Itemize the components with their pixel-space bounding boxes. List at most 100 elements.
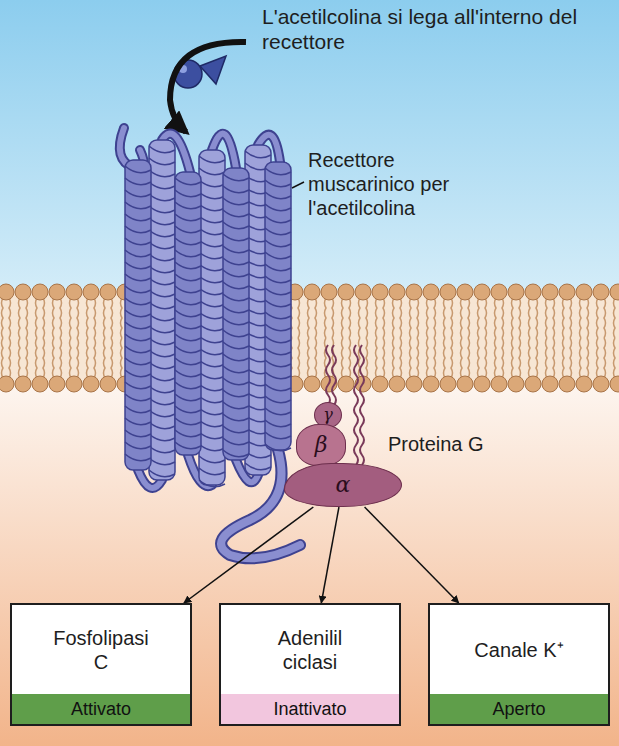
lipid-tail: [70, 298, 72, 338]
lipid-head: [457, 376, 473, 392]
effector-name: Fosfolipasi C: [46, 626, 156, 674]
lipid-head: [66, 284, 82, 300]
lipid-tail: [434, 338, 436, 378]
lipid-head: [491, 376, 507, 392]
effector-name: Adenilil ciclasi: [255, 626, 365, 674]
lipid-head: [423, 284, 439, 300]
lipid-head: [338, 376, 354, 392]
lipid-tail: [410, 298, 412, 338]
lipid-tail: [400, 298, 402, 338]
lipid-head: [542, 284, 558, 300]
lipid-tail: [597, 298, 599, 338]
lipid-tail: [104, 298, 106, 338]
lipid-head: [406, 284, 422, 300]
lipid-tail: [434, 298, 436, 338]
lipid-tail: [546, 298, 548, 338]
subunit-letter: α: [336, 474, 351, 496]
lipid-tail: [417, 298, 419, 338]
lipid-tail: [563, 298, 565, 338]
lipid-tail: [580, 298, 582, 338]
subunit-letter: γ: [323, 407, 333, 423]
lipid-head: [457, 284, 473, 300]
lipid-head: [440, 284, 456, 300]
lipid-tail: [43, 298, 45, 338]
lipid-head: [304, 284, 320, 300]
lipid-head: [32, 284, 48, 300]
g-protein-subunit: α: [284, 463, 402, 507]
lipid-tail: [121, 298, 123, 338]
lipid-tail: [104, 338, 106, 378]
lipid-head: [0, 376, 14, 392]
lipid-tail: [111, 338, 113, 378]
lipid-tail: [512, 338, 514, 378]
lipid-head: [508, 284, 524, 300]
activation-arrow: [321, 507, 339, 603]
lipid-tail: [502, 338, 504, 378]
effector-box: Adenilil ciclasiInattivato: [219, 603, 401, 726]
lipid-tail: [366, 338, 368, 378]
lipid-tail: [53, 338, 55, 378]
lipid-tail: [604, 298, 606, 338]
lipid-tail: [359, 298, 361, 338]
lipid-tail: [60, 338, 62, 378]
lipid-tail: [366, 298, 368, 338]
lipid-tail: [26, 338, 28, 378]
receptor-helices: [125, 140, 291, 487]
lipid-tail: [485, 298, 487, 338]
lipid-head: [0, 284, 14, 300]
lipid-tail: [495, 298, 497, 338]
lipid-tail: [512, 298, 514, 338]
lipid-head: [474, 376, 490, 392]
lipid-head: [593, 376, 609, 392]
lipid-tail: [570, 338, 572, 378]
alpha-helix: [149, 140, 175, 480]
lipid-tail: [94, 338, 96, 378]
box-heading-area: Fosfolipasi C: [12, 605, 190, 694]
lipid-tail: [553, 338, 555, 378]
g-protein-subunit: β: [296, 424, 346, 466]
lipid-tail: [87, 298, 89, 338]
lipid-tail: [9, 338, 11, 378]
lipid-tail: [553, 298, 555, 338]
lipid-tail: [563, 338, 565, 378]
lipid-tail: [529, 338, 531, 378]
lipid-tail: [383, 338, 385, 378]
lipid-tail: [417, 338, 419, 378]
lipid-head: [321, 284, 337, 300]
lipid-head: [525, 284, 541, 300]
lipid-head: [593, 284, 609, 300]
state-band: Aperto: [430, 694, 608, 724]
lipid-tail: [349, 298, 351, 338]
lipid-head: [406, 376, 422, 392]
lipid-tail: [87, 338, 89, 378]
lipid-head: [508, 376, 524, 392]
lipid-head: [576, 284, 592, 300]
lipid-tail: [19, 338, 21, 378]
lipid-tail: [43, 338, 45, 378]
lipid-head: [542, 376, 558, 392]
lipid-tail: [604, 338, 606, 378]
lipid-head: [491, 284, 507, 300]
lipid-head: [372, 284, 388, 300]
lipid-tail: [342, 338, 344, 378]
lipid-tail: [77, 298, 79, 338]
lipid-head: [423, 376, 439, 392]
lipid-tail: [393, 298, 395, 338]
lipid-tail: [332, 298, 334, 338]
lipid-tail: [376, 298, 378, 338]
activation-arrow: [184, 507, 313, 603]
lipid-tail: [53, 298, 55, 338]
lipid-tail: [546, 338, 548, 378]
lipid-tail: [468, 298, 470, 338]
lipid-tail: [461, 298, 463, 338]
lipid-tail: [400, 338, 402, 378]
lipid-tail: [519, 298, 521, 338]
lipid-tail: [587, 338, 589, 378]
lipid-tail: [308, 298, 310, 338]
lipid-head: [576, 376, 592, 392]
alpha-helix: [125, 160, 151, 470]
leader-line: [292, 182, 304, 188]
effector-name: Canale K⁺: [474, 638, 563, 662]
lipid-tail: [298, 298, 300, 338]
lipid-head: [389, 376, 405, 392]
